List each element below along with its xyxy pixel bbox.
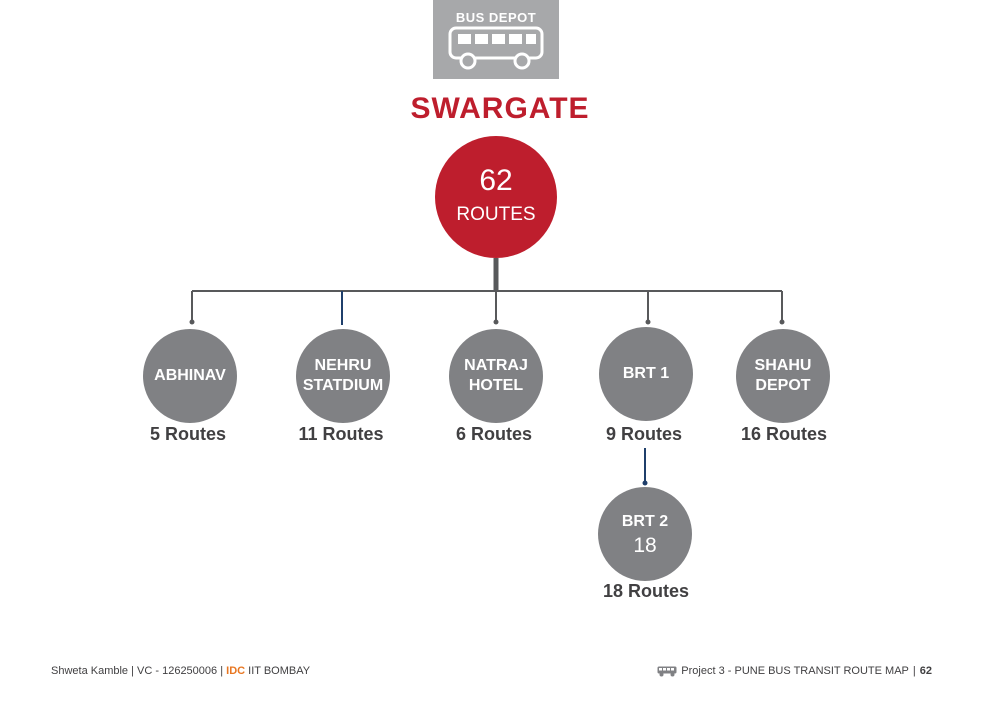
node-label: BRT 2 <box>621 513 669 530</box>
institute-name: IIT BOMBAY <box>248 665 311 677</box>
hub-route-unit: ROUTES <box>456 204 536 225</box>
route-count-natraj-hotel: 6 Routes <box>455 424 533 444</box>
hub-node: 62 ROUTES <box>435 136 557 258</box>
author-name: Shweta Kamble <box>51 665 129 677</box>
node-label: NATRAJ HOTEL <box>464 357 528 394</box>
page-number: 62 <box>919 665 932 677</box>
separator: | <box>131 665 134 677</box>
route-count-shahu-depot: 16 Routes <box>740 424 828 444</box>
route-count-brt-1: 9 Routes <box>605 424 683 444</box>
bus-icon <box>448 26 544 70</box>
depot-title: SWARGATE <box>410 92 590 125</box>
node-label: SHAHU DEPOT <box>754 357 812 394</box>
node-label: BRT 1 <box>622 365 670 382</box>
node-nehru-stadium: NEHRU STATDIUM <box>296 329 390 423</box>
node-label: NEHRU STATDIUM <box>302 357 384 394</box>
node-label: ABHINAV <box>154 367 226 384</box>
node-brt-2: BRT 2 18 <box>598 487 692 581</box>
node-inner-count: 18 <box>633 534 657 557</box>
project-title: Project 3 - PUNE BUS TRANSIT ROUTE MAP <box>681 665 909 677</box>
vc-number: VC - 126250006 <box>137 665 218 677</box>
hub-route-count: 62 <box>479 164 513 197</box>
node-shahu-depot: SHAHU DEPOT <box>736 329 830 423</box>
route-count-nehru-stadium: 11 Routes <box>298 424 384 444</box>
bus-depot-badge: BUS DEPOT <box>433 0 559 79</box>
bus-icon <box>657 666 677 676</box>
idc-label: IDC <box>226 665 246 677</box>
node-abhinav: ABHINAV <box>143 329 237 423</box>
separator: | <box>220 665 224 677</box>
node-brt-2-text: BRT 2 18 <box>622 512 668 556</box>
node-natraj-hotel: NATRAJ HOTEL <box>449 329 543 423</box>
footer-project: Project 3 - PUNE BUS TRANSIT ROUTE MAP |… <box>657 665 932 677</box>
route-count-brt-2: 18 Routes <box>602 581 690 601</box>
badge-label: BUS DEPOT <box>455 10 537 25</box>
footer-author: Shweta Kamble | VC - 126250006 | IDC IIT… <box>51 665 310 677</box>
separator: | <box>912 665 916 677</box>
route-count-abhinav: 5 Routes <box>149 424 227 444</box>
node-brt-1: BRT 1 <box>599 327 693 421</box>
